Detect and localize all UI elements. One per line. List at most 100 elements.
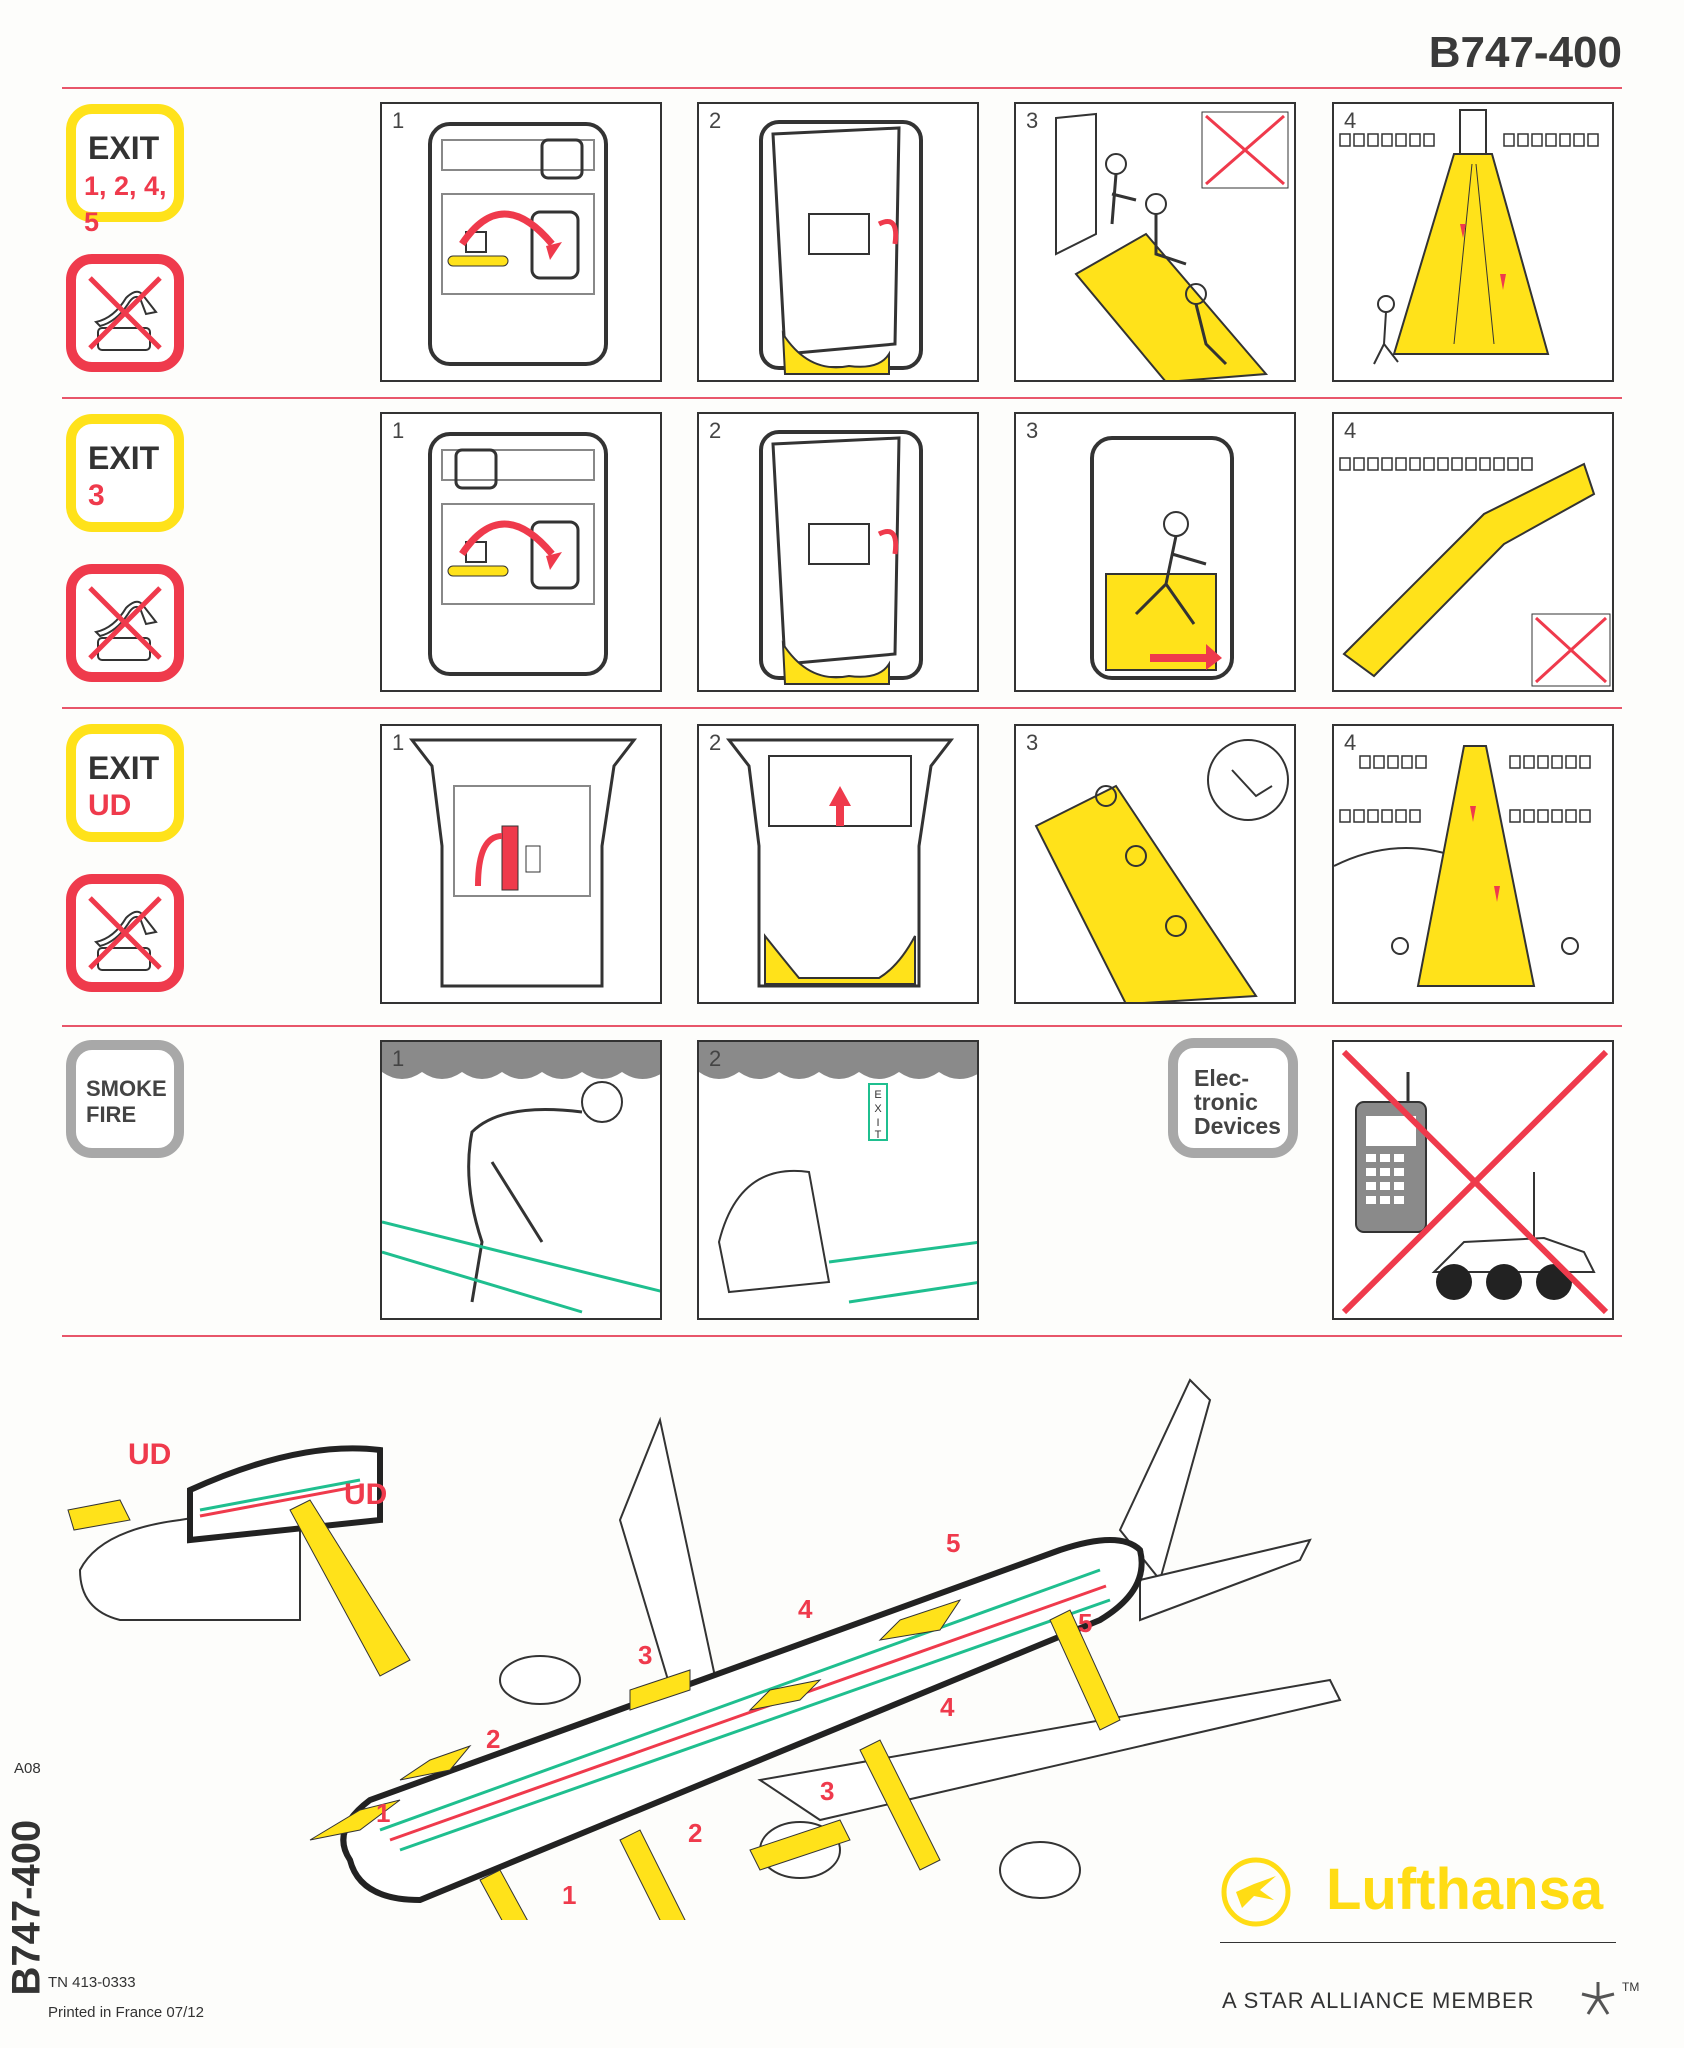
step-number: 3 (1026, 418, 1039, 443)
exit-word: EXIT (88, 440, 160, 476)
exit-ids: UD (88, 789, 132, 822)
brand-divider (1220, 1942, 1616, 1943)
separator-rule (62, 1335, 1622, 1337)
electronic-devices-badge: Elec- tronic Devices (1168, 1038, 1298, 1158)
overwing-slide-icon (1339, 457, 1611, 687)
alliance-text: A STAR ALLIANCE MEMBER (1222, 1988, 1535, 2013)
exit-sign-letter: E (874, 1089, 881, 1101)
step-number: 1 (392, 1046, 405, 1071)
no-heels-icon (88, 276, 162, 351)
electronic-line-3: Devices (1194, 1113, 1281, 1139)
separator-rule (62, 397, 1622, 399)
step-number: 3 (1026, 730, 1039, 755)
exit-number-label: 5 (946, 1528, 961, 1558)
side-label: A08 B747-400 (0, 1760, 60, 2020)
door-open-icon (759, 430, 923, 685)
exit3-step-4-panel: 4 (1332, 412, 1614, 692)
door-open-icon (759, 120, 923, 375)
step-number: 4 (1344, 108, 1357, 133)
lufthansa-crane-logo-icon (1221, 1857, 1291, 1927)
document-number: TN 413-0333 (48, 1974, 136, 1991)
exit-number-label: 3 (820, 1776, 835, 1806)
step-number: 2 (709, 1046, 722, 1071)
separator-rule (62, 1025, 1622, 1027)
upper-deck-label: UD (344, 1478, 388, 1511)
exit-ids: 3 (88, 479, 105, 512)
smoke-fire-badge: SMOKE FIRE (66, 1040, 184, 1158)
step-number: 2 (709, 418, 722, 443)
exit-number-label: 1 (376, 1798, 391, 1828)
no-electronics-panel (1332, 1040, 1614, 1320)
step-number: 1 (392, 418, 405, 443)
electronic-line-2: tronic (1194, 1089, 1258, 1115)
exit-3-badge: EXIT 3 (66, 414, 184, 532)
star-alliance-logo-icon (1581, 1982, 1615, 2015)
brand-name: Lufthansa (1326, 1857, 1604, 1922)
upper-deck-label: UD (128, 1438, 172, 1471)
exit-ud-badge: EXIT UD (66, 724, 184, 842)
mobile-phone-rc-car-prohibited-icon (1341, 1049, 1609, 1315)
exit-word: EXIT (88, 750, 160, 786)
floor-path-lighting-icon: E X I T (699, 1042, 977, 1304)
exit-ids: 1, 2, 4, 5 (84, 171, 167, 237)
crouch-low-icon (382, 1042, 660, 1314)
exit1245-step-4-panel: 4 (1332, 102, 1614, 382)
no-high-heels-badge (66, 874, 184, 992)
trademark: TM (1622, 1980, 1640, 1994)
separator-rule (62, 87, 1622, 89)
no-heels-icon (88, 586, 162, 661)
exit-word: EXIT (88, 130, 160, 166)
exit1245-step-1-panel: 1 (380, 102, 662, 382)
aircraft-title: B747-400 (1428, 28, 1622, 77)
exit-1245-badge: EXIT 1, 2, 4, 5 (66, 104, 184, 237)
slide-evacuation-icon (1055, 111, 1289, 380)
exit-number-label: 5 (1078, 1608, 1093, 1638)
separator-rule (62, 707, 1622, 709)
door-handle-icon (428, 122, 608, 366)
exit-number-label: 1 (562, 1880, 577, 1910)
printed-note: Printed in France 07/12 (48, 2004, 204, 2021)
exit1245-step-3-panel: 3 (1014, 102, 1296, 382)
door-handle-icon (428, 432, 608, 676)
smoke-step-1-panel: 1 (380, 1040, 662, 1320)
exitud-step-1-panel: 1 (380, 724, 662, 1004)
ud-door-open-icon (725, 738, 955, 988)
side-code: A08 (14, 1760, 41, 1777)
exit1245-step-2-panel: 2 (697, 102, 979, 382)
ud-slide-evacuation-icon (1034, 739, 1289, 1002)
exit-number-label: 4 (940, 1692, 955, 1722)
no-high-heels-badge (66, 564, 184, 682)
slide-frontal-icon (1339, 109, 1599, 365)
step-number: 4 (1344, 730, 1357, 755)
door-step-out-icon (1090, 436, 1234, 680)
exitud-step-3-panel: 3 (1014, 724, 1296, 1004)
side-title: B747-400 (4, 1819, 49, 1996)
fire-word: FIRE (86, 1102, 137, 1127)
exit-number-label: 2 (688, 1818, 703, 1848)
smoke-word: SMOKE (86, 1076, 167, 1101)
exit-sign-letter: X (874, 1103, 882, 1115)
smoke-step-2-panel: 2 E X I T (697, 1040, 979, 1320)
no-heels-icon (88, 896, 162, 971)
exit3-step-2-panel: 2 (697, 412, 979, 692)
step-number: 4 (1344, 418, 1357, 443)
exit-number-label: 2 (486, 1724, 501, 1754)
exit-number-label: 4 (798, 1594, 813, 1624)
exit-sign-letter: I (876, 1117, 879, 1129)
ud-door-handle-icon (408, 738, 638, 988)
exit-number-label: 3 (638, 1640, 653, 1670)
exit3-step-3-panel: 3 (1014, 412, 1296, 692)
exit-sign-letter: T (875, 1129, 882, 1141)
exitud-step-4-panel: 4 (1332, 724, 1614, 1004)
step-number: 1 (392, 730, 405, 755)
step-number: 3 (1026, 108, 1039, 133)
no-high-heels-badge (66, 254, 184, 372)
exit3-step-1-panel: 1 (380, 412, 662, 692)
aircraft-exit-diagram (67, 1378, 1342, 1920)
ud-slide-frontal-icon (1334, 745, 1591, 987)
exitud-step-2-panel: 2 (697, 724, 979, 1004)
step-number: 2 (709, 730, 722, 755)
step-number: 2 (709, 108, 722, 133)
step-number: 1 (392, 108, 405, 133)
